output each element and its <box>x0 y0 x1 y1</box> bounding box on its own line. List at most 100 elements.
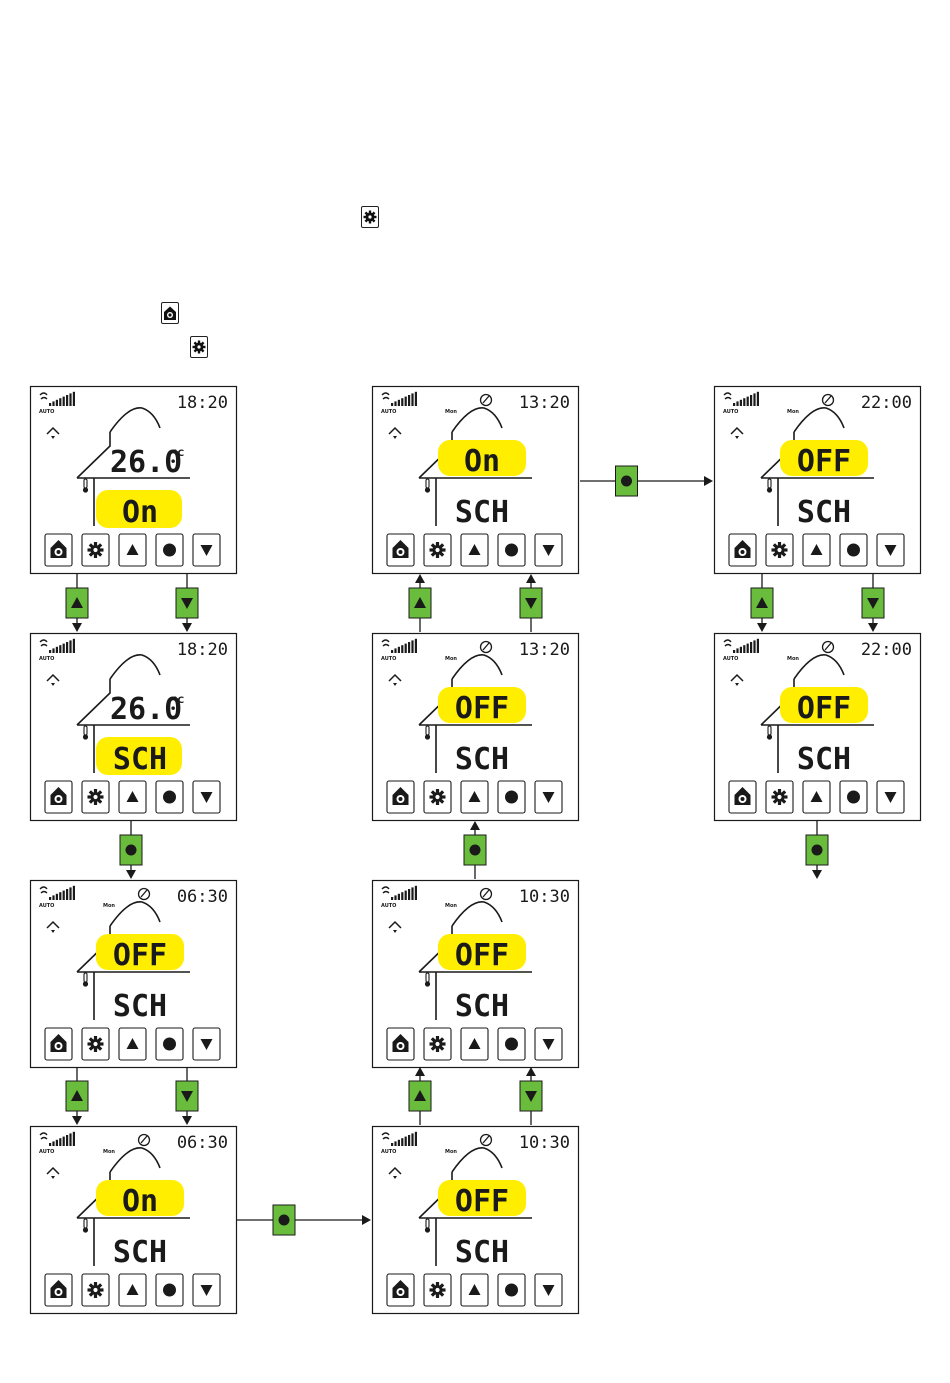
up-key <box>119 534 146 566</box>
mode-value: SCH <box>113 742 167 777</box>
down-key <box>193 1274 220 1306</box>
gear-icon <box>430 542 446 558</box>
dot-icon <box>163 544 176 557</box>
thermostat-screen: AUTOMon10:30OFFSCH <box>373 1127 579 1314</box>
dot-icon <box>163 1284 176 1297</box>
dot-button-indicator <box>616 466 638 496</box>
transition-arrow <box>751 574 773 632</box>
home-key <box>387 1028 414 1060</box>
dot-button-indicator <box>806 835 828 865</box>
mode-value: SCH <box>113 989 167 1024</box>
fan-mode-label: AUTO <box>381 656 396 662</box>
gear-key <box>82 1274 109 1306</box>
clock-time: 18:20 <box>177 393 228 413</box>
mode-value: SCH <box>113 1235 167 1270</box>
dot-key <box>156 781 183 813</box>
thermostat-screen: AUTOMon13:20OFFSCH <box>373 634 579 821</box>
up-key <box>119 781 146 813</box>
transition-arrow <box>409 574 431 632</box>
dot-icon <box>505 1284 518 1297</box>
gear-key <box>82 1028 109 1060</box>
transition-arrow <box>520 1067 542 1125</box>
fan-mode-label: AUTO <box>381 903 396 909</box>
gear-icon <box>88 789 104 805</box>
gear-key <box>766 781 793 813</box>
home-key <box>387 534 414 566</box>
clock-time: 22:00 <box>861 640 912 660</box>
down-button-indicator <box>520 1081 542 1111</box>
mode-value: SCH <box>797 495 851 530</box>
transition-arrow <box>66 1067 88 1125</box>
day-label: Mon <box>445 409 457 415</box>
dot-key <box>498 1028 525 1060</box>
gear-icon <box>430 1282 446 1298</box>
mode-value: On <box>122 495 158 530</box>
dot-key <box>840 781 867 813</box>
transition-arrow <box>580 466 713 496</box>
setpoint-value: On <box>122 1184 158 1219</box>
transition-arrow <box>237 1205 371 1235</box>
gear-key <box>424 534 451 566</box>
clock-time: 10:30 <box>519 887 570 907</box>
down-button-indicator <box>176 1081 198 1111</box>
dot-key <box>498 534 525 566</box>
temperature-unit: °C <box>173 449 185 459</box>
dot-key <box>156 1028 183 1060</box>
dot-button-indicator <box>464 835 486 865</box>
thermostat-screen: AUTO18:2026.0°CSCH <box>31 634 237 821</box>
gear-key <box>766 534 793 566</box>
up-key <box>119 1274 146 1306</box>
home-key <box>45 534 72 566</box>
down-key <box>535 1028 562 1060</box>
gear-icon <box>772 789 788 805</box>
up-button-indicator <box>66 588 88 618</box>
dot-key <box>156 1274 183 1306</box>
day-label: Mon <box>445 1149 457 1155</box>
down-key <box>877 534 904 566</box>
thermostat-screen: AUTOMon06:30OFFSCH <box>31 881 237 1068</box>
day-label: Mon <box>787 656 799 662</box>
down-key <box>193 781 220 813</box>
down-key <box>535 781 562 813</box>
fan-mode-label: AUTO <box>723 409 738 415</box>
home-key <box>45 781 72 813</box>
gear-key <box>82 534 109 566</box>
home-key <box>387 1274 414 1306</box>
gear-key <box>424 1274 451 1306</box>
setpoint-value: OFF <box>797 444 851 479</box>
setpoint-value: OFF <box>455 691 509 726</box>
fan-mode-label: AUTO <box>381 1149 396 1155</box>
transition-arrow <box>66 574 88 632</box>
home-key <box>729 781 756 813</box>
down-key <box>193 1028 220 1060</box>
home-key <box>45 1028 72 1060</box>
mode-value: SCH <box>797 742 851 777</box>
gear-key <box>424 1028 451 1060</box>
fan-mode-label: AUTO <box>39 903 54 909</box>
dot-icon <box>812 845 823 856</box>
dot-icon <box>505 791 518 804</box>
dot-icon <box>847 544 860 557</box>
clock-time: 06:30 <box>177 887 228 907</box>
clock-time: 13:20 <box>519 640 570 660</box>
fan-mode-label: AUTO <box>39 1149 54 1155</box>
temperature-unit: °C <box>173 696 185 706</box>
down-key <box>535 534 562 566</box>
up-key <box>803 534 830 566</box>
up-key <box>803 781 830 813</box>
up-key <box>461 1028 488 1060</box>
clock-time: 06:30 <box>177 1133 228 1153</box>
day-label: Mon <box>103 903 115 909</box>
home-key <box>45 1274 72 1306</box>
setpoint-value: On <box>464 444 500 479</box>
dot-key <box>498 781 525 813</box>
transition-arrow <box>409 1067 431 1125</box>
setpoint-value: 26.0 <box>110 445 182 480</box>
dot-icon <box>126 845 137 856</box>
setpoint-value: OFF <box>455 1184 509 1219</box>
up-key <box>461 781 488 813</box>
mode-value: SCH <box>455 1235 509 1270</box>
setpoint-value: 26.0 <box>110 692 182 727</box>
transition-arrow <box>176 1067 198 1125</box>
